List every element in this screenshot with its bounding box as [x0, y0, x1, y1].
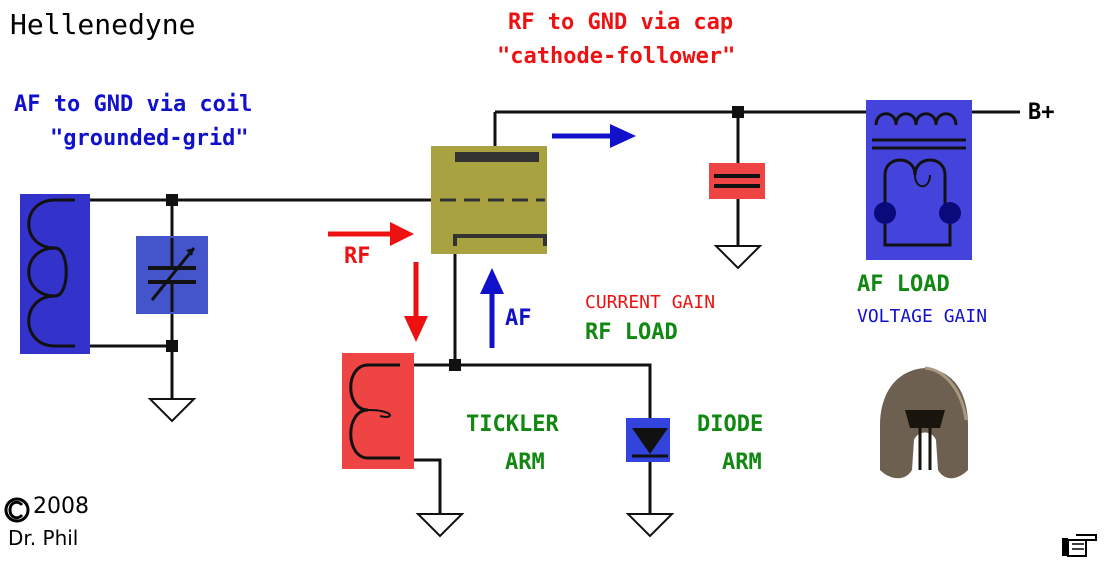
- af-load-transformer: [866, 100, 972, 260]
- rf-load-label: RF LOAD: [585, 320, 678, 345]
- rf-to-gnd-label: RF to GND via cap: [508, 10, 734, 35]
- diagram-title: Hellenedyne: [10, 8, 196, 41]
- tickler-label: TICKLER: [466, 412, 559, 437]
- rf-bypass-capacitor: [709, 163, 765, 199]
- diode-arm-label: ARM: [722, 450, 762, 475]
- copyright-year: 2008: [33, 494, 89, 519]
- ground-symbol-icon: [147, 245, 763, 538]
- af-load-label: AF LOAD: [857, 272, 950, 297]
- tickler-coil: [342, 353, 414, 469]
- signal-arrows: [328, 124, 636, 348]
- grounded-grid-label: "grounded-grid": [50, 126, 249, 151]
- vacuum-tube: [431, 146, 547, 254]
- pointing-hand-icon: [1062, 534, 1097, 557]
- grid-coil: [20, 194, 90, 354]
- rf-arrow-label: RF: [344, 244, 371, 269]
- variable-capacitor: [136, 236, 208, 314]
- junctions: [166, 106, 744, 371]
- helmet-icon: [880, 366, 968, 479]
- voltage-gain-label: VOLTAGE GAIN: [857, 306, 988, 327]
- diode-label: DIODE: [697, 412, 764, 437]
- af-to-gnd-label: AF to GND via coil: [14, 92, 253, 117]
- bplus-label: B+: [1028, 100, 1055, 125]
- cathode-follower-label: "cathode-follower": [497, 44, 736, 69]
- af-arrow-label: AF: [505, 306, 532, 331]
- author-name: Dr. Phil: [8, 526, 79, 550]
- copyright-symbol: [4, 497, 30, 523]
- current-gain-label: CURRENT GAIN: [585, 292, 716, 313]
- detector-diode: [626, 418, 670, 462]
- tickler-arm-label: ARM: [505, 450, 545, 475]
